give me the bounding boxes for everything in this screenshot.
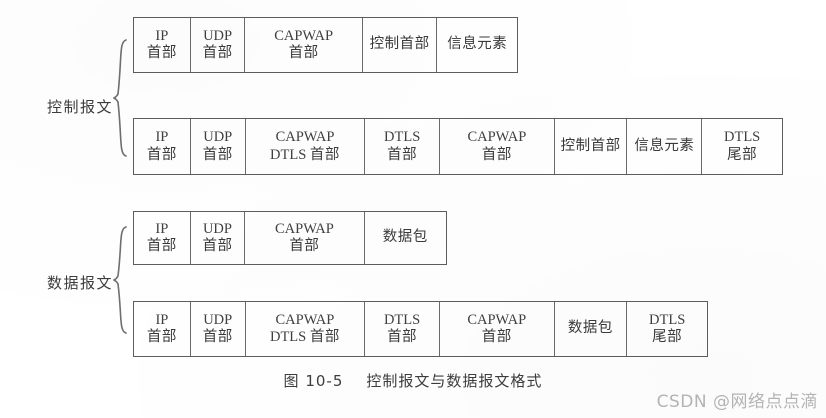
packet-field: 控制首部 (363, 18, 438, 72)
packet-field-line: CAPWAP (274, 220, 334, 237)
packet-field-line: 首部 (146, 45, 177, 61)
packet-field-line: CAPWAP (275, 311, 335, 328)
packet-field-line: DTLS (649, 311, 686, 328)
packet-field-line: DTLS 首部 (270, 146, 340, 163)
packet-field-line: 首部 (288, 45, 319, 61)
packet-field-line: DTLS (384, 129, 421, 146)
packet-field-line: IP (155, 129, 169, 146)
packet-field-line: UDP (203, 27, 233, 44)
packet-field-line: 首部 (202, 238, 233, 254)
packet-field-line: 首部 (202, 45, 233, 61)
packet-field-line: 首部 (202, 329, 233, 345)
packet-field-line: 首部 (289, 238, 320, 254)
packet-field-line: 控制首部 (369, 36, 430, 53)
group-label-control-message: 控制报文 (47, 98, 114, 116)
packet-field-line: IP (155, 311, 169, 328)
packet-field-line: DTLS 首部 (269, 329, 340, 345)
packet-field-line: 首部 (146, 238, 177, 254)
packet-field-line: 尾部 (727, 146, 758, 163)
packet-field: 数据包 (555, 302, 628, 356)
packet-field-line: 信息元素 (447, 36, 508, 53)
packet-field-line: 尾部 (652, 329, 683, 345)
packet-field-line: 首部 (202, 146, 233, 163)
packet-field-line: 首部 (481, 146, 512, 163)
packet-field: 信息元素 (627, 119, 703, 174)
packet-field-line: 信息元素 (634, 137, 695, 154)
packet-field-line: CAPWAP (467, 129, 527, 146)
packet-field: 信息元素 (437, 18, 517, 72)
figure-caption: 图 10-5 控制报文与数据报文格式 (283, 372, 543, 390)
packet-field-line: UDP (203, 129, 233, 146)
packet-field-line: 首部 (146, 146, 177, 163)
packet-field-line: CAPWAP (467, 311, 527, 328)
packet-field: 控制首部 (555, 119, 628, 174)
packet-field-line: IP (155, 220, 169, 237)
packet-field-line: DTLS (724, 129, 761, 146)
packet-field-line: 首部 (387, 146, 418, 163)
packet-field-line: DTLS (383, 311, 421, 328)
packet-field-line: 数据包 (567, 320, 613, 337)
packet-field-line: CAPWAP (274, 27, 334, 44)
group-brace-control-message (113, 38, 127, 158)
packet-field-line: UDP (202, 220, 232, 237)
packet-field-line: 首部 (387, 329, 418, 345)
group-brace-data-message (113, 225, 127, 335)
packet-field-line: CAPWAP (275, 129, 335, 146)
packet-field-line: UDP (203, 311, 233, 328)
packet-field-line: 首部 (481, 329, 512, 345)
packet-field-line: IP (155, 27, 169, 44)
packet-field-line: 控制首部 (560, 137, 621, 154)
packet-field-line: 首部 (146, 329, 177, 345)
packet-field-line: 数据包 (382, 229, 428, 246)
packet-field: 数据包 (365, 212, 446, 264)
group-label-data-message: 数据报文 (47, 274, 114, 292)
watermark: CSDN @网络点点滴 (656, 392, 818, 412)
